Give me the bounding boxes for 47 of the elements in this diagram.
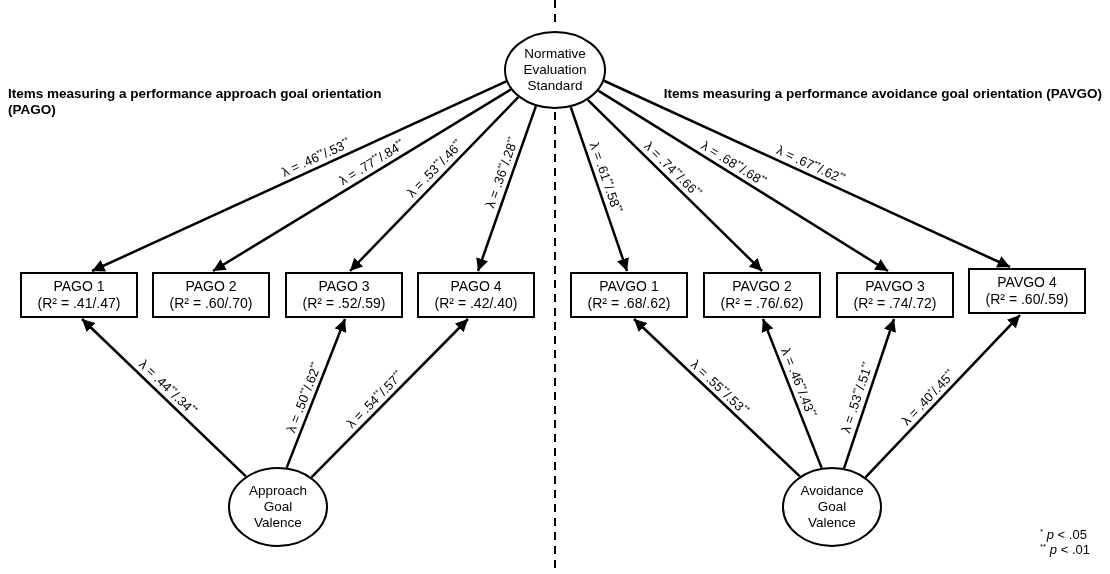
section-heading: Items measuring a performance avoidance goal orientation (PAVGO) xyxy=(662,86,1102,102)
item-label: PAGO 1 xyxy=(53,278,105,295)
variable-label: Normative Evaluation Standard xyxy=(522,46,588,94)
variable-label: Avoidance Goal Valence xyxy=(799,483,865,531)
arrow xyxy=(310,318,469,479)
edge-label: λ = .67$^{**}$/.62$^{**}$ xyxy=(774,142,848,187)
indicator-box xyxy=(285,272,403,318)
indicator-box xyxy=(703,272,821,318)
section-heading: Items measuring a performance approach goal orientation (PAGO) xyxy=(8,86,383,118)
item-label: PAVGO 4 xyxy=(997,274,1057,291)
item-label: PAVGO 1 xyxy=(599,278,659,295)
arrow xyxy=(91,80,507,273)
arrow xyxy=(81,318,247,478)
arrow xyxy=(842,318,896,469)
item-label: PAVGO 2 xyxy=(732,278,792,295)
indicator-box xyxy=(968,268,1086,314)
item-label: PAVGO 3 xyxy=(865,278,925,295)
arrow xyxy=(761,318,823,469)
r-squared-label: (R² = .41/.47) xyxy=(37,295,121,312)
arrow xyxy=(633,318,801,478)
r-squared-label: (R² = .60/.59) xyxy=(985,291,1069,308)
r-squared-label: (R² = .42/.40) xyxy=(434,295,518,312)
indicator-box xyxy=(152,272,270,318)
arrow xyxy=(569,106,629,272)
arrow xyxy=(597,89,889,273)
arrow xyxy=(586,99,763,272)
variable-label: Approach Goal Valence xyxy=(248,483,308,531)
arrow xyxy=(285,318,347,469)
arrow xyxy=(603,79,1011,269)
r-squared-label: (R² = .74/.72) xyxy=(853,295,937,312)
indicator-box xyxy=(417,272,535,318)
item-label: PAGO 3 xyxy=(318,278,370,295)
indicator-box xyxy=(836,272,954,318)
arrow xyxy=(864,314,1021,479)
indicator-box xyxy=(20,272,138,318)
item-label: PAGO 4 xyxy=(450,278,502,295)
arrow xyxy=(476,105,538,272)
footnote: $^{**}$ p < .01 xyxy=(1040,542,1091,557)
item-label: PAGO 2 xyxy=(185,278,237,295)
footnote: $^{*}$ p < .05 xyxy=(1040,527,1088,542)
indicator-box xyxy=(570,272,688,318)
arrow xyxy=(349,96,520,272)
r-squared-label: (R² = .52/.59) xyxy=(302,295,386,312)
r-squared-label: (R² = .76/.62) xyxy=(720,295,804,312)
r-squared-label: (R² = .68/.62) xyxy=(587,295,671,312)
r-squared-label: (R² = .60/.70) xyxy=(169,295,253,312)
arrow xyxy=(212,88,512,273)
